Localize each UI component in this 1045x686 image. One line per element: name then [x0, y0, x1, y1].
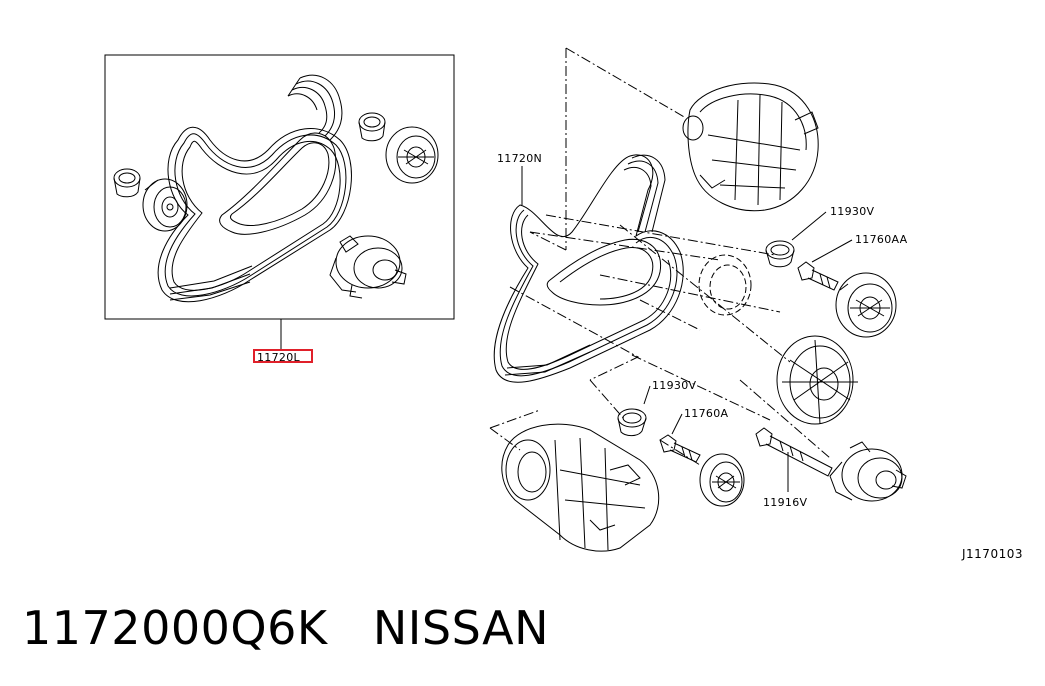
upper-idler-pulley-icon	[835, 272, 897, 338]
construction-lines	[489, 47, 831, 466]
reference-code: J1170103	[961, 547, 1023, 561]
lower-bolt-icon	[659, 434, 701, 463]
tensioner-icon	[829, 441, 907, 502]
ac-compressor-icon	[501, 423, 660, 552]
bolt-upper-leader	[811, 239, 853, 263]
crank-pulley-icon	[776, 335, 858, 425]
cap-lower-leader	[643, 385, 651, 405]
kit-upper-pulley-icon	[385, 126, 439, 184]
cap-upper-label: 11930V	[830, 205, 874, 218]
lower-idler-cap-icon	[617, 408, 647, 437]
kit-belt-label: 11720L	[257, 351, 300, 364]
bolt-lower-label: 11760A	[684, 407, 728, 420]
part-caption: 1172000Q6K NISSAN	[22, 598, 549, 658]
bolt-lower-leader	[671, 413, 683, 435]
kit-idler-pulley-icon	[142, 178, 188, 232]
part-number: 1172000Q6K	[22, 601, 328, 655]
belt-drawing	[493, 154, 684, 383]
ring-icon	[698, 254, 752, 316]
bolt-upper-label: 11760AA	[855, 233, 908, 246]
upper-bolt-icon	[797, 261, 839, 291]
cap-lower-label: 11930V	[652, 379, 696, 392]
kit-cap-icon	[358, 112, 386, 142]
kit-idler-cap-icon	[113, 168, 141, 198]
kit-label-highlight	[253, 349, 313, 363]
kit-belt-drawing	[157, 74, 352, 303]
kit-tensioner-icon	[329, 235, 407, 299]
cap-upper-leader	[791, 211, 827, 241]
tensioner-bolt-icon	[755, 427, 833, 477]
parts-diagram: 11720L	[104, 47, 1023, 561]
belt-label: 11720N	[497, 152, 542, 165]
alternator-icon	[682, 82, 819, 212]
tensioner-bolt-label: 11916V	[763, 496, 807, 509]
lower-idler-pulley-icon	[699, 453, 745, 507]
kit-frame	[104, 54, 455, 320]
upper-idler-cap-icon	[765, 240, 795, 268]
brand-name: NISSAN	[372, 601, 549, 655]
